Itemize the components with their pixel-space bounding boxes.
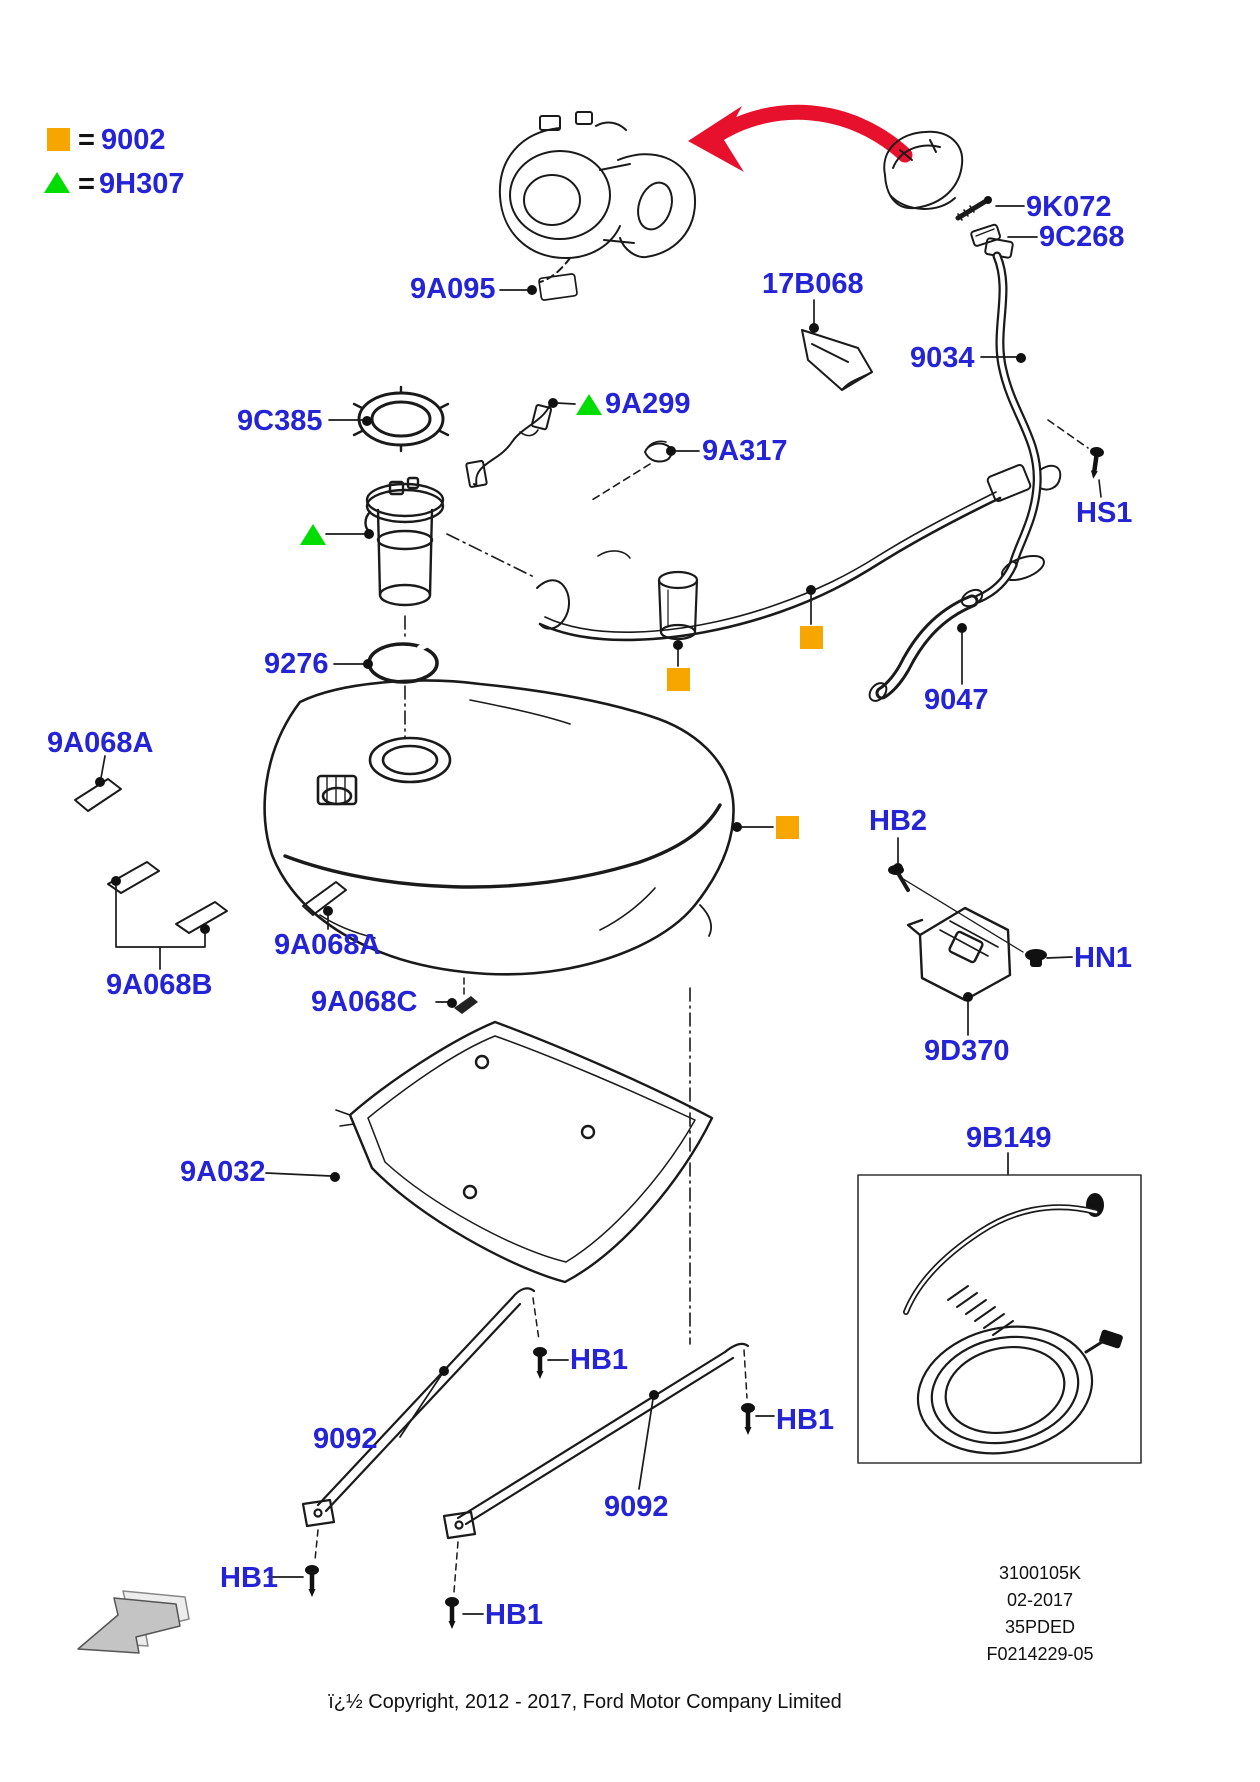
gray-arrow-icon — [77, 1590, 190, 1654]
hose-9047 — [868, 588, 984, 702]
leader-lines — [95, 205, 1073, 1615]
part-label-9C385: 9C385 — [237, 405, 323, 437]
hs1-bolt — [1047, 419, 1105, 498]
part-label-HB2: HB2 — [869, 805, 928, 837]
hb1-bolts — [305, 1347, 755, 1629]
legend-code-9H307: 9H307 — [99, 168, 185, 200]
fuel-cap-housing — [883, 130, 964, 210]
part-label-9A317: 9A317 — [702, 435, 788, 467]
orange-square-marker — [776, 816, 799, 839]
shield-9A032 — [335, 1020, 714, 1284]
part-label-9A068A: 9A068A — [274, 929, 381, 961]
revision-block: 3100105K 02-2017 35PDED F0214229-05 — [955, 1560, 1125, 1668]
canister — [657, 570, 699, 641]
part-label-9047: 9047 — [924, 684, 989, 716]
grommet-HN1 — [1025, 949, 1047, 967]
part-label-9034: 9034 — [910, 342, 975, 374]
part-label-HB1: HB1 — [220, 1562, 279, 1594]
part-label-9C268: 9C268 — [1039, 221, 1125, 253]
clip-9A317 — [591, 440, 673, 501]
centerlines — [404, 533, 691, 1345]
part-label-HN1: HN1 — [1074, 942, 1133, 974]
filler-pipe-9034 — [973, 237, 1062, 604]
part-label-17B068: 17B068 — [762, 268, 864, 300]
legend-orange-square — [47, 128, 70, 151]
screw-9K072 — [955, 196, 992, 221]
part-label-HB1: HB1 — [776, 1404, 835, 1436]
leader-dots — [95, 285, 1026, 1400]
straps-9092 — [301, 1287, 750, 1593]
legend-equals: = — [78, 168, 95, 200]
green-triangle-marker — [300, 524, 326, 545]
copyright-text: ï¿½ Copyright, 2012 - 2017, Ford Motor C… — [328, 1691, 842, 1713]
harness-9A299 — [465, 404, 552, 488]
part-label-9A068B: 9A068B — [106, 969, 213, 1001]
revision-line: 3100105K — [998, 1563, 1082, 1583]
red-direction-arrow — [688, 104, 913, 172]
part-label-HS1: HS1 — [1076, 497, 1133, 529]
part-label-9A095: 9A095 — [410, 273, 496, 305]
part-label-9D370: 9D370 — [924, 1035, 1010, 1067]
part-label-9276: 9276 — [264, 648, 329, 680]
part-label-9A068A: 9A068A — [47, 727, 154, 759]
revision-line: 35PDED — [1004, 1617, 1076, 1637]
box-9B149 — [857, 1174, 1142, 1464]
part-label-9K072: 9K072 — [1026, 191, 1112, 223]
o-ring-9276 — [367, 639, 439, 684]
part-label-9B149: 9B149 — [966, 1122, 1052, 1154]
bracket-17B068 — [801, 329, 873, 391]
legend-equals: = — [78, 124, 95, 156]
lock-ring-9C385 — [352, 385, 450, 453]
orange-square-marker — [667, 668, 690, 691]
part-label-9A068C: 9A068C — [311, 986, 418, 1018]
part-label-HB1: HB1 — [485, 1599, 544, 1631]
part-label-9092: 9092 — [604, 1491, 669, 1523]
legend-code-9002: 9002 — [101, 124, 166, 156]
part-label-9A299: 9A299 — [605, 388, 691, 420]
part-label-9092: 9092 — [313, 1423, 378, 1455]
legend-green-triangle — [44, 172, 70, 193]
filler-door-assembly — [498, 111, 697, 283]
fuel-pump-module — [364, 476, 445, 607]
green-triangle-marker — [576, 394, 602, 415]
clip-9C268 — [970, 223, 1002, 247]
revision-line: 02-2017 — [1006, 1590, 1074, 1610]
revision-line: F0214229-05 — [986, 1644, 1094, 1664]
callout-markers — [44, 128, 823, 839]
part-label-9A032: 9A032 — [180, 1156, 266, 1188]
part-label-HB1: HB1 — [570, 1344, 629, 1376]
orange-square-marker — [800, 626, 823, 649]
module-9D370 — [906, 906, 1012, 1002]
fuel-tank — [263, 679, 735, 976]
